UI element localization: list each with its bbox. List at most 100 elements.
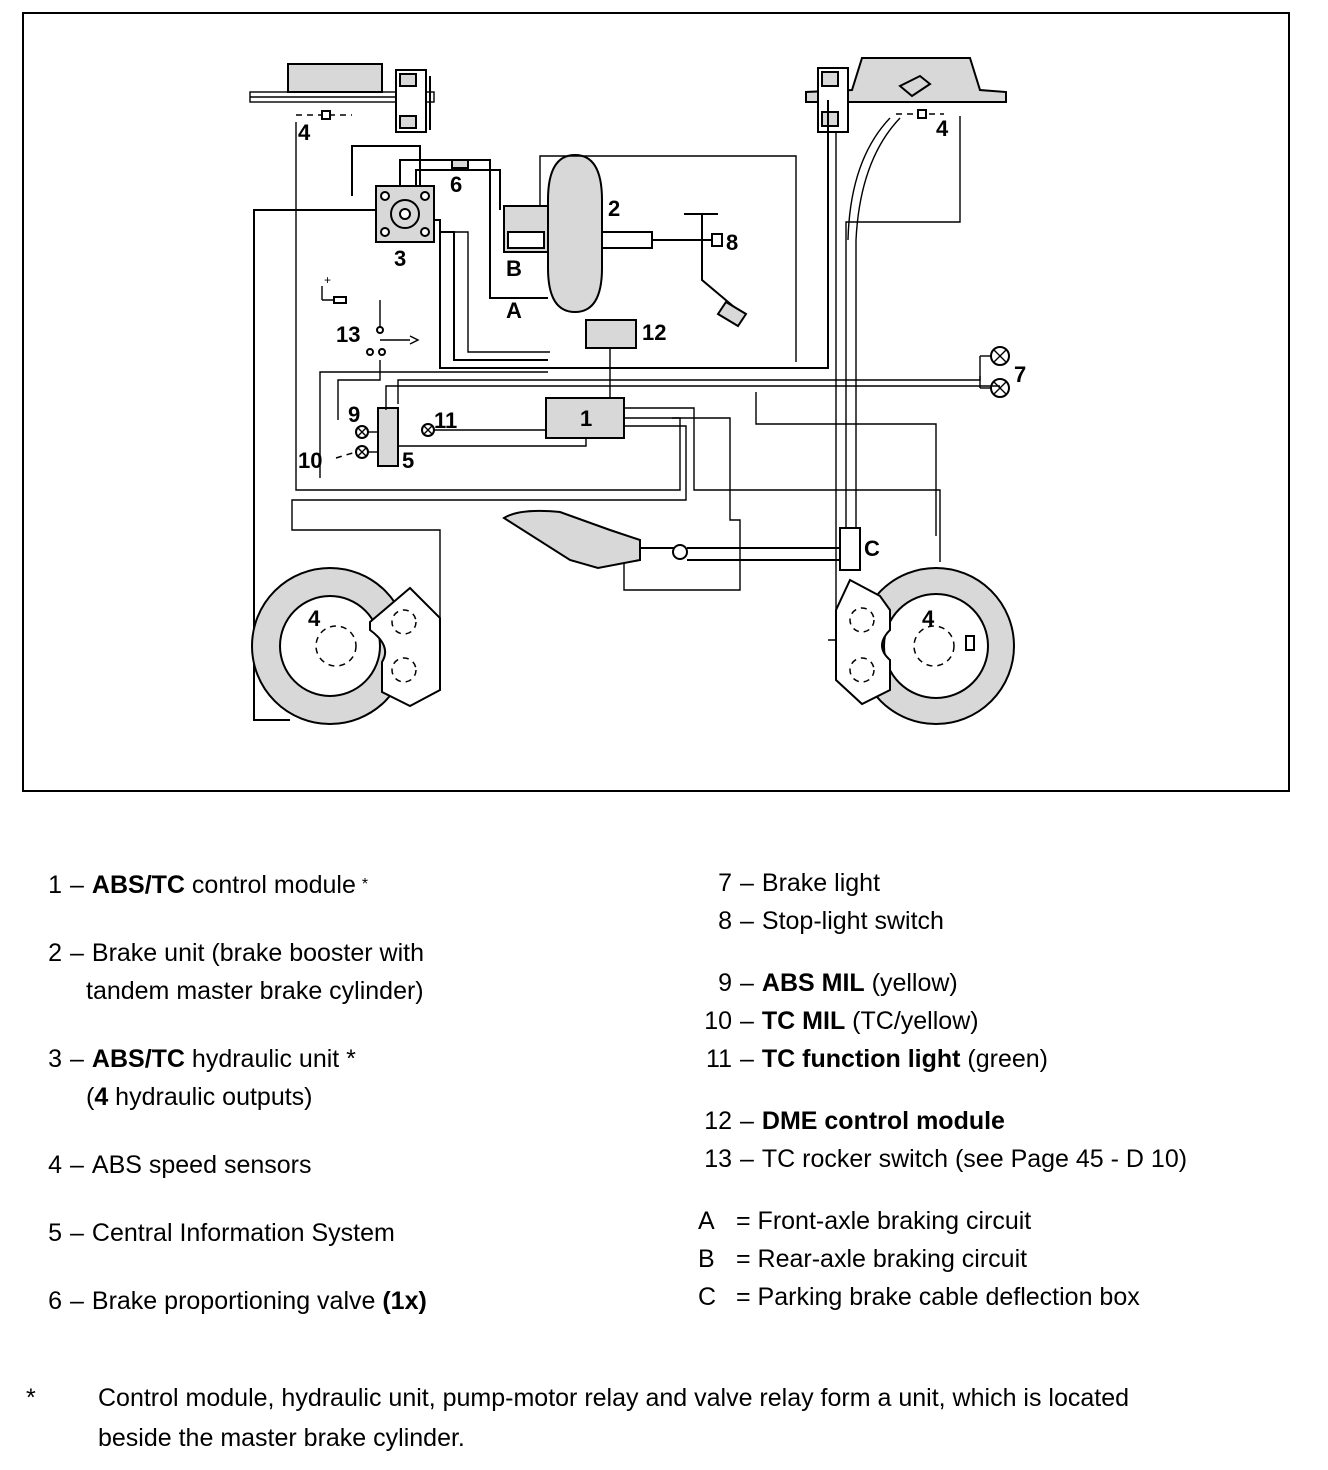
central-information-system: [377, 407, 399, 467]
legend-item-8: 8–Stop-light switch: [698, 902, 1187, 940]
legend-dash: –: [70, 1287, 84, 1315]
callout-3: 3: [394, 246, 406, 271]
legend-number: 8: [718, 907, 732, 935]
legend-item-9: 9–ABS MIL (yellow): [698, 964, 1187, 1002]
legend-bold-text: TC function light: [761, 1045, 961, 1073]
brake-system-diagram: 4 4 6 2 8 3 B A 12 13 7 9 11 1 10 5 C 4 …: [249, 57, 1026, 725]
legend-item-b: B = Rear-axle braking circuit: [698, 1240, 1187, 1278]
legend-text: (green): [960, 1045, 1049, 1073]
legend-text: Central Information System: [91, 1219, 395, 1247]
brake-lights: [979, 346, 1010, 398]
legend-number: 3: [48, 1045, 62, 1073]
rear-left-brake-assembly: [249, 63, 435, 133]
tc-rocker-switch: [321, 286, 420, 356]
legend-item-5: 5–Central Information System: [40, 1214, 427, 1252]
legend-item-13: 13–TC rocker switch (see Page 45 - D 10): [698, 1140, 1187, 1178]
callout-c: C: [864, 536, 880, 561]
legend-left-column: 1–ABS/TC control module* 2–Brake unit (b…: [40, 866, 427, 1320]
legend-number: 7: [718, 869, 732, 897]
callout-4-wheel-left: 4: [308, 606, 321, 631]
legend-item-11: 11–TC function light (green): [698, 1040, 1187, 1078]
legend-letter: C: [698, 1283, 717, 1311]
legend-number: 13: [704, 1145, 732, 1173]
legend-text: TC rocker switch (see Page 45 - D 10): [761, 1145, 1188, 1173]
dme-control-module: [585, 319, 637, 349]
legend-item-2: 2–Brake unit (brake booster with tandem …: [40, 934, 427, 1010]
legend-item-c: C= Parking brake cable deflection box: [698, 1278, 1187, 1316]
legend-dash: –: [70, 1151, 84, 1179]
legend-text: Stop-light switch: [761, 907, 944, 935]
legend-text: = Rear-axle braking circuit: [736, 1245, 1028, 1273]
legend-number: 10: [704, 1007, 732, 1035]
legend-item-1: 1–ABS/TC control module*: [40, 866, 427, 904]
legend-bold-text: ABS MIL: [761, 969, 865, 997]
legend-bold-text: ABS/TC: [91, 871, 185, 899]
legend-text: ABS speed sensors: [91, 1151, 312, 1179]
brake-pedal: [684, 213, 748, 328]
callout-2: 2: [608, 196, 620, 221]
callout-a: A: [506, 298, 522, 323]
legend-item-3: 3–ABS/TC hydraulic unit * (4 hydraulic o…: [40, 1040, 427, 1116]
legend-number: 6: [48, 1287, 62, 1315]
cable-deflection-box: [839, 527, 861, 571]
legend-right-column: 7–Brake light 8–Stop-light switch 9–ABS …: [698, 864, 1187, 1316]
front-right-wheel: [835, 567, 1015, 725]
legend-bold-text: (1x): [382, 1287, 427, 1315]
legend-text: Brake unit (brake booster with: [91, 939, 425, 967]
callout-11: 11: [434, 408, 457, 433]
legend-text: control module: [184, 871, 356, 899]
legend-number: 1: [48, 871, 62, 899]
footnote-line-2: beside the master brake cylinder.: [98, 1424, 465, 1452]
legend-text: hydraulic unit *: [184, 1045, 356, 1073]
legend-bold-text: ABS/TC: [91, 1045, 185, 1073]
legend-dash: –: [740, 969, 754, 997]
footnote-line-1: Control module, hydraulic unit, pump-mot…: [98, 1384, 1130, 1412]
legend-dash: –: [70, 1045, 84, 1073]
legend-item-a: A = Front-axle braking circuit: [698, 1202, 1187, 1240]
legend-letter: A: [698, 1207, 715, 1235]
callout-9: 9: [348, 402, 360, 427]
footnote: * Control module, hydraulic unit, pump-m…: [24, 1378, 1284, 1458]
callout-12: 12: [642, 320, 666, 345]
callout-8: 8: [726, 230, 738, 255]
callout-4-front: 4: [936, 116, 949, 141]
legend-dash: –: [740, 869, 754, 897]
callout-6: 6: [450, 172, 462, 197]
proportioning-valve: [451, 159, 469, 169]
plus-terminal: +: [324, 273, 331, 287]
parking-brake-lever: [502, 509, 840, 570]
abs-tc-control-module: [545, 397, 625, 439]
speed-sensor-rear-left: [296, 110, 352, 120]
legend-item-12: 12–DME control module: [698, 1102, 1187, 1140]
legend-number: 9: [718, 969, 732, 997]
front-right-brake-assembly: [805, 57, 1007, 133]
footnote-asterisk: *: [26, 1384, 36, 1412]
callout-4-rear: 4: [298, 120, 311, 145]
legend-letter: B: [698, 1245, 715, 1273]
callout-7: 7: [1014, 362, 1026, 387]
legend-number: 12: [704, 1107, 732, 1135]
rear-left-wheel: [251, 567, 441, 725]
legend-text: = Front-axle braking circuit: [736, 1207, 1032, 1235]
callout-4-wheel-right: 4: [922, 606, 935, 631]
legend-dash: –: [740, 1007, 754, 1035]
brake-booster-master-cylinder: [503, 153, 712, 314]
legend-dash: –: [70, 1219, 84, 1247]
legend-text-continued: hydraulic outputs): [108, 1083, 313, 1111]
legend-text-continued: tandem master brake cylinder): [86, 977, 424, 1005]
callout-5: 5: [402, 448, 414, 473]
legend-dash: –: [740, 1107, 754, 1135]
legend-bold-text: TC MIL: [761, 1007, 846, 1035]
asterisk-mark: *: [361, 876, 369, 893]
legend-number: 2: [48, 939, 62, 967]
legend-item-4: 4–ABS speed sensors: [40, 1146, 427, 1184]
legend-text-continued: (: [86, 1083, 95, 1111]
legend-text: (yellow): [864, 969, 958, 997]
legend-dash: –: [740, 907, 754, 935]
legend-number: 11: [706, 1045, 732, 1073]
legend-dash: –: [70, 939, 84, 967]
legend-bold-text: DME control module: [761, 1107, 1005, 1135]
legend-bold-text: 4: [94, 1083, 109, 1111]
warning-lamps: [335, 423, 546, 459]
legend-text: Brake proportioning valve: [91, 1287, 383, 1315]
